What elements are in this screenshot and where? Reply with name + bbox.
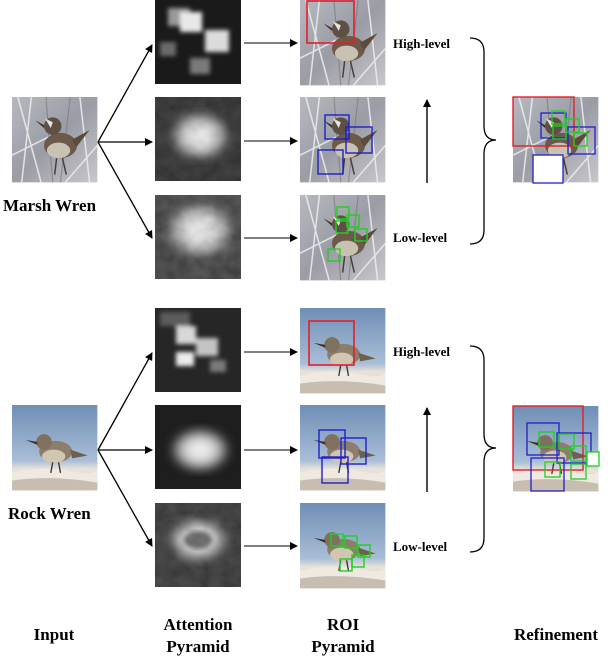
rock-refinement-image bbox=[512, 405, 600, 493]
marsh-roi-low bbox=[299, 194, 387, 282]
rock-attention-map-mid bbox=[155, 405, 241, 489]
input-column-label: Input bbox=[33, 625, 75, 644]
rock-attention-map-low bbox=[155, 503, 241, 587]
marsh-wren-input-image bbox=[11, 96, 99, 184]
marsh-refinement-image bbox=[512, 96, 600, 184]
roi-pyramid-column-label: ROI Pyramid bbox=[293, 614, 393, 658]
rock-input-arrows bbox=[97, 352, 153, 547]
marsh-roi-high bbox=[299, 0, 387, 87]
roi-label-line2: Pyramid bbox=[311, 637, 375, 656]
rock-high-level-label: High-level bbox=[393, 344, 450, 359]
rock-roi-mid bbox=[299, 404, 387, 492]
roi-label-line1: ROI bbox=[326, 615, 360, 634]
marsh-wren-label: Marsh Wren bbox=[3, 196, 97, 215]
attention-label-line2: Pyramid bbox=[166, 637, 230, 656]
marsh-attention-to-roi-arrows bbox=[244, 39, 298, 242]
rock-attention-map-high bbox=[155, 308, 241, 392]
marsh-high-level-label: High-level bbox=[393, 36, 450, 51]
attention-pyramid-column-label: Attention Pyramid bbox=[148, 614, 248, 658]
rock-attention-to-roi-arrows bbox=[244, 348, 298, 550]
marsh-roi-mid bbox=[299, 96, 387, 184]
rock-brace bbox=[469, 345, 497, 553]
marsh-attention-map-high bbox=[155, 0, 241, 84]
rock-low-level-label: Low-level bbox=[393, 539, 448, 554]
marsh-input-arrows bbox=[97, 44, 153, 239]
rock-roi-low bbox=[299, 502, 387, 590]
marsh-attention-map-mid bbox=[155, 97, 241, 181]
marsh-attention-map-low bbox=[155, 195, 241, 279]
rock-wren-input-image bbox=[11, 404, 99, 492]
marsh-low-level-label: Low-level bbox=[393, 230, 448, 245]
marsh-brace bbox=[469, 37, 497, 245]
attention-label-line1: Attention bbox=[163, 615, 233, 634]
rock-wren-label: Rock Wren bbox=[8, 504, 91, 523]
rock-roi-high bbox=[299, 307, 387, 395]
refinement-column-label: Refinement bbox=[513, 625, 599, 644]
